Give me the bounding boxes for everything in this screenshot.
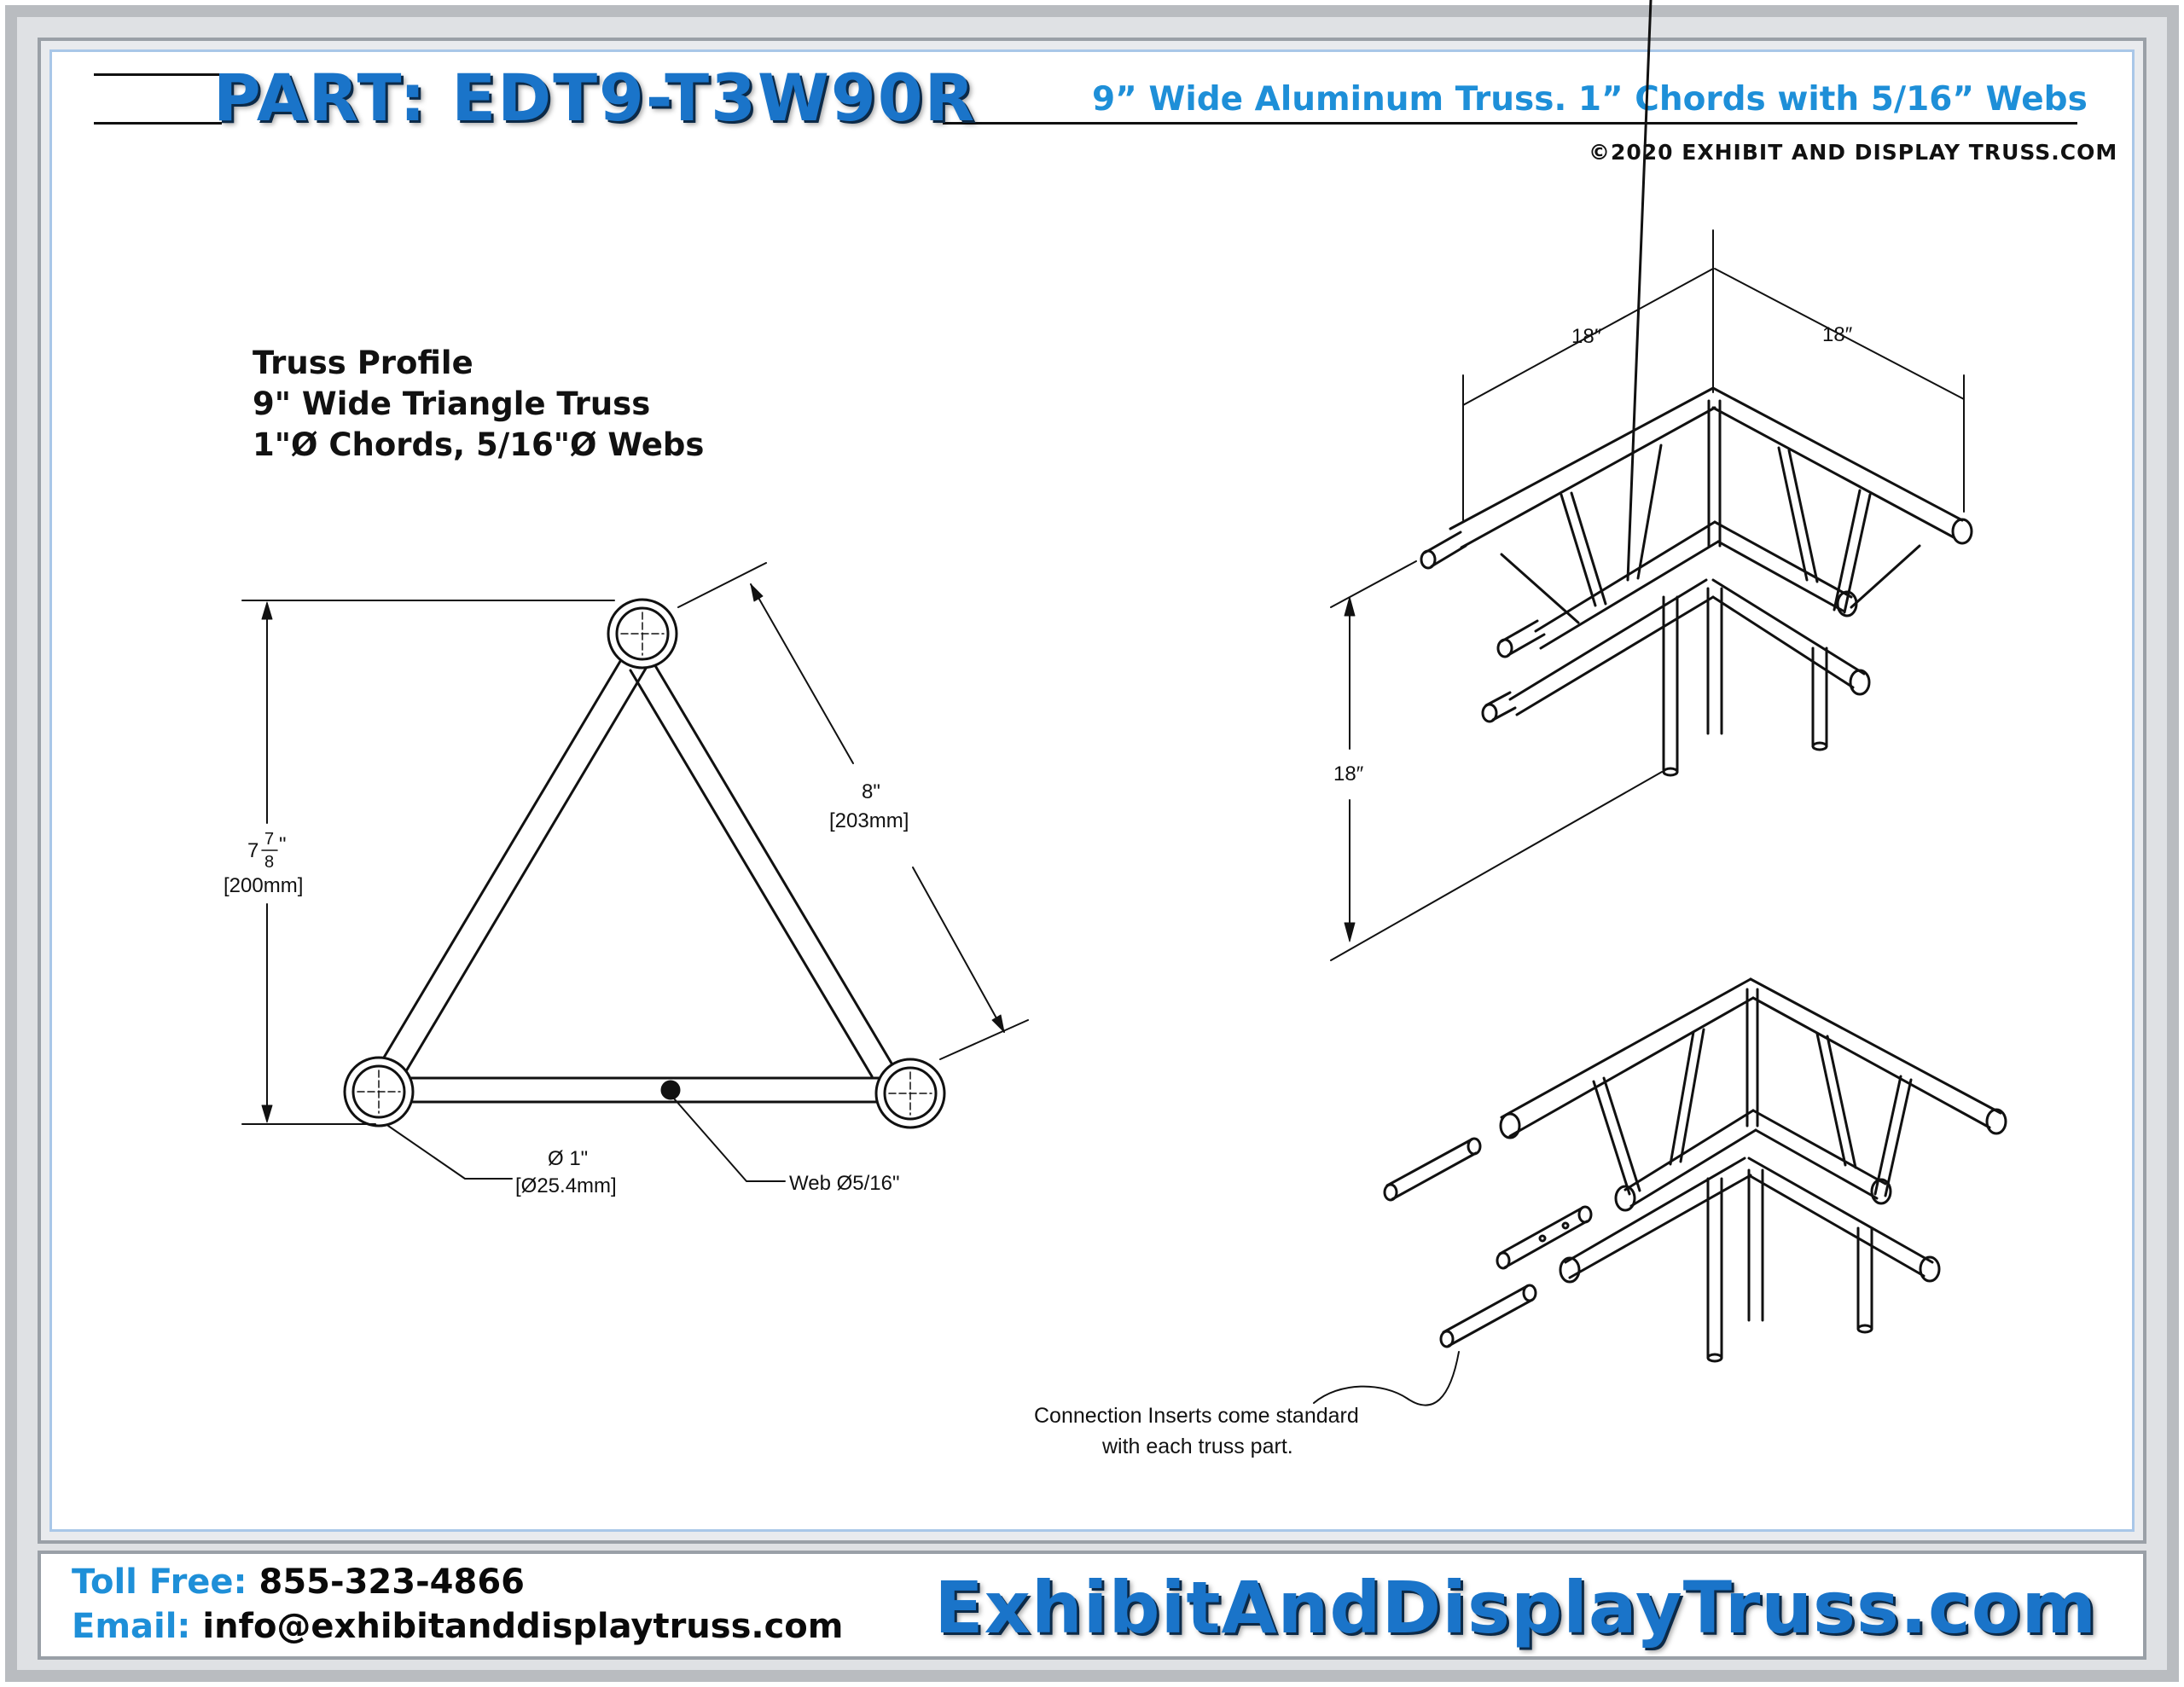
web-diameter: Web Ø5/16": [789, 1172, 899, 1195]
email-label: Email:: [72, 1607, 191, 1646]
isometric-view: 18″ 18″ 18″: [1330, 0, 1973, 961]
profile-line-2: 9" Wide Triangle Truss: [253, 386, 651, 422]
toll-free-label: Toll Free:: [72, 1562, 247, 1602]
title-rule-right: [943, 122, 2077, 125]
chord-top: [607, 598, 678, 670]
triangle-profile: 7 7 8 " [200mm] 8" [203mm] Ø 1" [Ø25.4mm…: [224, 562, 1029, 1197]
insert-installed-top: [1420, 530, 1467, 570]
email-line: Email: info@exhibitanddisplaytruss.com: [72, 1607, 843, 1646]
note-line-2: with each truss part.: [1101, 1435, 1293, 1458]
insert-installed-middle: [1496, 619, 1546, 658]
brand-url[interactable]: ExhibitAndDisplayTruss.com: [934, 1566, 2097, 1649]
chord-left: [343, 1056, 415, 1128]
insert-loose-bottom: [1439, 1284, 1537, 1348]
chord-diameter-mm: [Ø25.4mm]: [515, 1174, 617, 1197]
toll-free-line: Toll Free: 855-323-4866: [72, 1562, 525, 1602]
web-marker: [660, 1080, 681, 1100]
footer: Toll Free: 855-323-4866 Email: info@exhi…: [38, 1551, 2146, 1660]
chord-right: [874, 1058, 946, 1129]
part-title: PART: EDT9-T3W90R: [213, 60, 977, 136]
technical-drawing: 7 7 8 " [200mm] 8" [203mm] Ø 1" [Ø25.4mm…: [224, 0, 2007, 1458]
height-num: 7: [264, 830, 274, 849]
exploded-view: Connection Inserts come standard with ea…: [1034, 977, 2007, 1458]
side-length-mm: [203mm]: [829, 809, 909, 832]
height-den: 8: [264, 853, 274, 872]
chord-diameter: Ø 1": [548, 1147, 588, 1170]
height-whole: 7: [247, 839, 258, 862]
iso-length-left: 18″: [1571, 325, 1602, 348]
insert-loose-top: [1383, 1137, 1482, 1202]
insert-installed-bottom: [1481, 691, 1517, 723]
note-leader: [1313, 1351, 1460, 1406]
title-rule-left-top: [94, 73, 222, 76]
height-mm: [200mm]: [224, 874, 303, 897]
insert-loose-middle: [1496, 1205, 1593, 1270]
drawing-sheet: [38, 38, 2146, 1544]
height-quote: ": [279, 833, 287, 856]
iso-length-right: 18″: [1822, 323, 1853, 346]
profile-line-3: 1"Ø Chords, 5/16"Ø Webs: [253, 426, 705, 463]
copyright: ©2020 EXHIBIT AND DISPLAY TRUSS.COM: [1589, 140, 2118, 165]
toll-free-number[interactable]: 855-323-4866: [258, 1562, 526, 1602]
title-rule-left-bottom: [94, 122, 222, 125]
profile-description: Truss Profile 9" Wide Triangle Truss 1"Ø…: [253, 343, 704, 466]
email-address[interactable]: info@exhibitanddisplaytruss.com: [202, 1607, 844, 1646]
iso-height: 18″: [1333, 762, 1364, 786]
note-line-1: Connection Inserts come standard: [1034, 1404, 1359, 1428]
part-subtitle: 9” Wide Aluminum Truss. 1” Chords with 5…: [1092, 80, 2088, 119]
side-length: 8": [862, 780, 880, 803]
profile-line-1: Truss Profile: [253, 345, 473, 381]
drawing-sheet-border: [49, 49, 2135, 1532]
